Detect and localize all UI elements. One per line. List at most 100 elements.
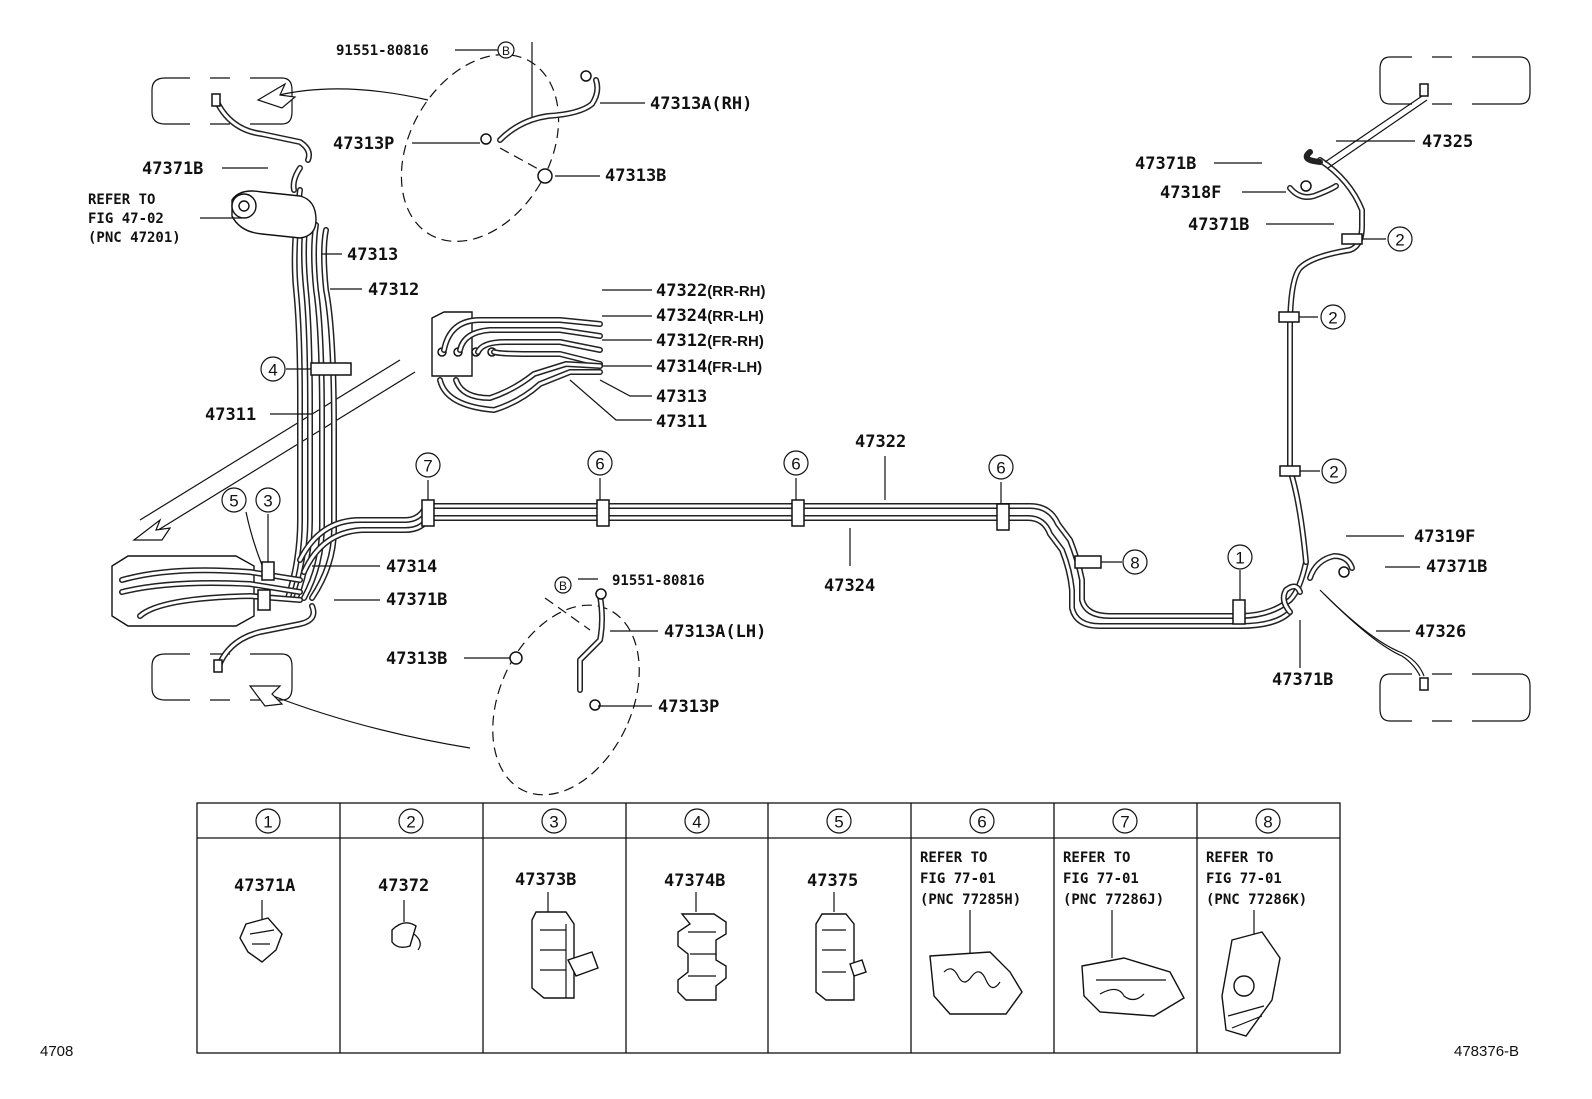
label-47319f: 47319F <box>1414 527 1475 547</box>
label-47322-mid: 47322 <box>855 432 906 452</box>
label-47325: 47325 <box>1422 132 1473 152</box>
label-47371b-tr2: 47371B <box>1188 215 1249 235</box>
clip-77285h-illustration <box>929 910 1023 1015</box>
legend-part-47373b: 47373B <box>515 870 576 890</box>
rear-pipe-pair <box>297 503 1309 629</box>
callout-6a: 6 <box>595 455 604 474</box>
arrow-forward-diag <box>132 359 416 541</box>
callout-1: 1 <box>1235 549 1244 568</box>
label-b-bottom: B <box>559 579 567 593</box>
clip-legend-table: 1 2 3 4 5 6 7 8 47371A 47372 47373B 4737… <box>196 802 1341 1054</box>
legend-num-6: 6 <box>977 813 986 832</box>
legend-num-7: 7 <box>1120 813 1129 832</box>
footer-right-code: 478376-B <box>1454 1043 1519 1060</box>
callout-8: 8 <box>1130 554 1139 573</box>
arrow-to-front-left <box>256 82 429 109</box>
legend-part-47372: 47372 <box>378 876 429 896</box>
clip-47375-illustration <box>815 892 867 1001</box>
clip-77286k-illustration <box>1221 910 1281 1037</box>
label-47318f: 47318F <box>1160 183 1221 203</box>
label-detail-47322: 47322(RR-RH) <box>656 281 766 301</box>
callout-3: 3 <box>263 492 272 511</box>
label-detail-47313: 47313 <box>656 387 707 407</box>
label-47313b-bottom: 47313B <box>386 649 447 669</box>
part-labels: 91551-80816 B 47313A(RH) 47313P 47313B 4… <box>88 41 1487 717</box>
legend-8-refer-1: REFER TO <box>1206 850 1273 866</box>
clips <box>211 70 1363 673</box>
detail-circle-top <box>400 42 601 243</box>
label-detail-47314: 47314(FR-LH) <box>656 357 762 377</box>
pipe-routing-detail <box>431 311 603 413</box>
rear-left-wheel-box <box>1379 673 1531 722</box>
legend-part-47375: 47375 <box>807 871 858 891</box>
label-detail-47324: 47324(RR-LH) <box>656 306 764 326</box>
label-47313b-top: 47313B <box>605 166 666 186</box>
label-47326: 47326 <box>1415 622 1466 642</box>
legend-7-refer-3: (PNC 77286J) <box>1063 892 1164 908</box>
label-47312-left: 47312 <box>368 280 419 300</box>
label-refer-4702-line3: (PNC 47201) <box>88 230 181 246</box>
front-left-wheel-box <box>151 77 293 125</box>
clip-47374b-illustration <box>677 892 727 1001</box>
rear-left-hose <box>1307 553 1429 691</box>
rear-right-pipe <box>1280 157 1365 615</box>
legend-part-47371a: 47371A <box>234 876 295 896</box>
rear-right-hose <box>1287 83 1429 200</box>
clip-47372-illustration <box>391 900 421 951</box>
label-47371b-tl: 47371B <box>142 159 203 179</box>
callout-7: 7 <box>423 457 432 476</box>
callout-2c: 2 <box>1329 463 1338 482</box>
label-47371b-br: 47371B <box>1272 670 1333 690</box>
legend-part-47374b: 47374B <box>664 871 725 891</box>
legend-num-1: 1 <box>263 813 272 832</box>
label-b-top: B <box>502 44 510 58</box>
clip-47371a-illustration <box>239 900 283 963</box>
callout-2b: 2 <box>1328 309 1337 328</box>
legend-6-refer-1: REFER TO <box>920 850 987 866</box>
label-47311-left: 47311 <box>205 405 256 425</box>
footer-left-code: 4708 <box>40 1043 73 1060</box>
label-47371b-r: 47371B <box>1426 557 1487 577</box>
clip-77286j-illustration <box>1081 910 1185 1017</box>
rear-right-wheel-box <box>1379 56 1531 105</box>
leader-lines <box>200 49 1420 707</box>
front-left-hose <box>213 97 312 193</box>
front-left-lower-wheel-box <box>151 653 293 701</box>
legend-num-5: 5 <box>834 813 843 832</box>
callout-4: 4 <box>268 361 277 380</box>
front-pipe-bundle <box>285 187 337 601</box>
label-47371b-left: 47371B <box>386 590 447 610</box>
label-47313a-lh: 47313A(LH) <box>664 622 766 642</box>
label-detail-47311: 47311 <box>656 412 707 432</box>
detail-circle-bottom <box>492 593 640 796</box>
legend-num-3: 3 <box>549 813 558 832</box>
legend-6-refer-2: FIG 77-01 <box>920 871 996 887</box>
callout-5: 5 <box>229 492 238 511</box>
callout-circles: 4 5 3 7 6 6 6 8 1 2 2 2 <box>221 226 1413 575</box>
legend-num-8: 8 <box>1263 813 1272 832</box>
label-detail-47312: 47312(FR-RH) <box>656 331 764 351</box>
legend-6-refer-3: (PNC 77285H) <box>920 892 1021 908</box>
master-cylinder <box>231 190 317 239</box>
legend-num-2: 2 <box>406 813 415 832</box>
legend-7-refer-1: REFER TO <box>1063 850 1130 866</box>
label-47371b-tr1: 47371B <box>1135 154 1196 174</box>
callout-6b: 6 <box>791 455 800 474</box>
callout-6c: 6 <box>996 459 1005 478</box>
callout-2a: 2 <box>1395 231 1404 250</box>
front-left-lower-hose <box>215 603 317 671</box>
label-refer-4702-line1: REFER TO <box>88 192 155 208</box>
label-47313a-rh: 47313A(RH) <box>650 94 752 114</box>
label-47324-mid: 47324 <box>824 576 875 596</box>
legend-8-refer-2: FIG 77-01 <box>1206 871 1282 887</box>
legend-7-refer-2: FIG 77-01 <box>1063 871 1139 887</box>
legend-8-refer-3: (PNC 77286K) <box>1206 892 1307 908</box>
label-47314-left: 47314 <box>386 557 437 577</box>
label-refer-4702-line2: FIG 47-02 <box>88 211 164 227</box>
legend-num-4: 4 <box>692 813 701 832</box>
abs-actuator <box>111 555 303 627</box>
label-91551-bottom: 91551-80816 <box>612 573 705 589</box>
clip-47373b-illustration <box>531 892 599 999</box>
label-47313p-bottom: 47313P <box>658 697 719 717</box>
